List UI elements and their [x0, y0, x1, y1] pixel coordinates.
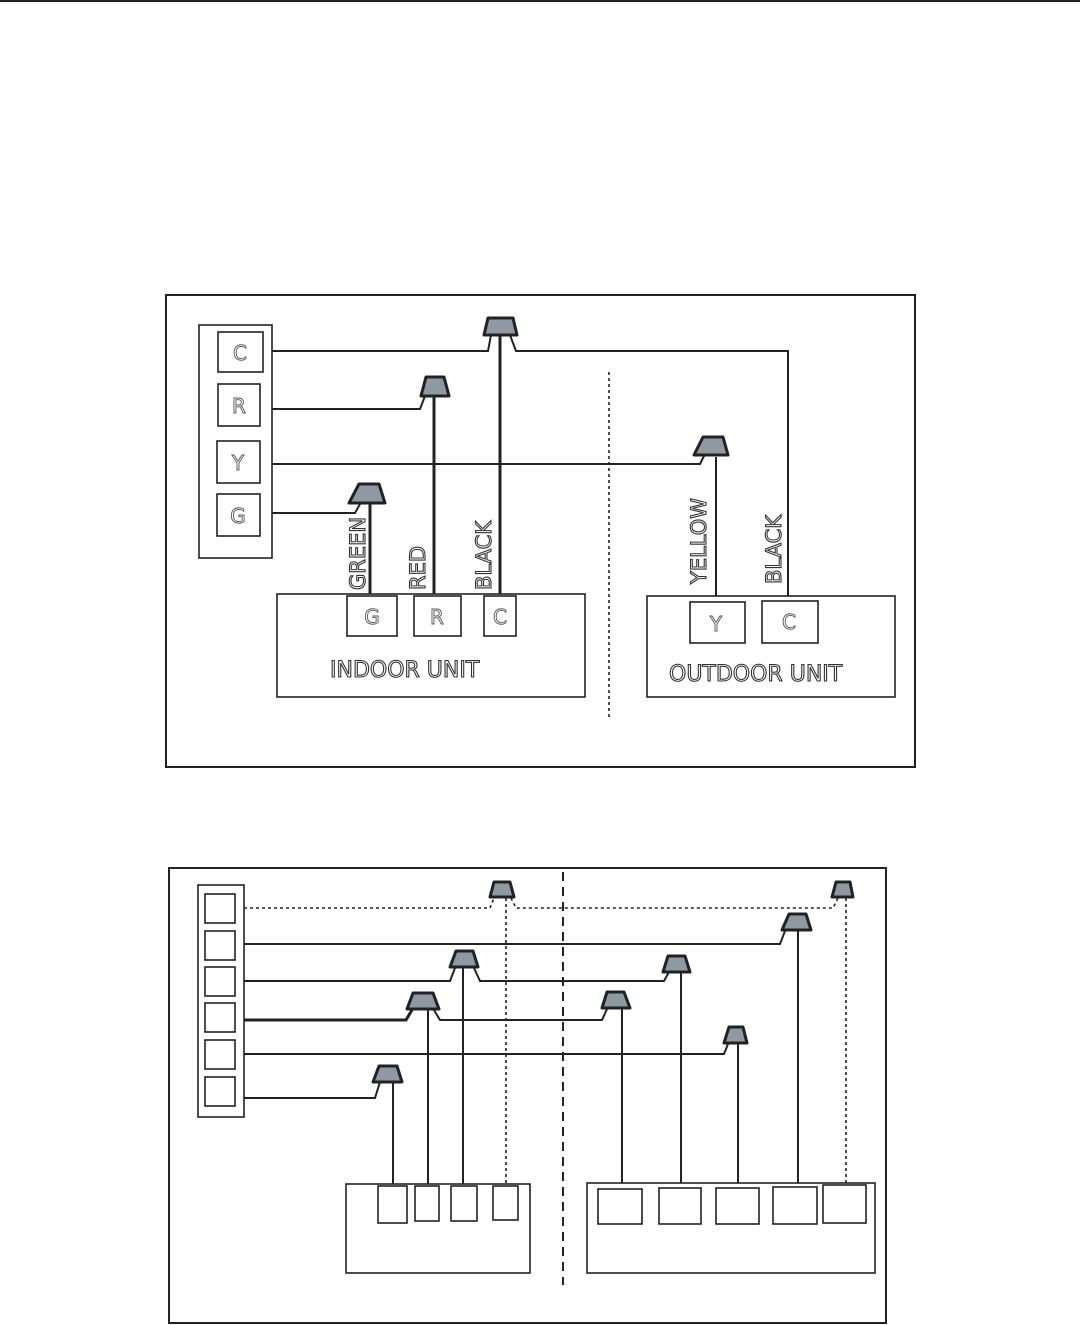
wire-nut-g — [347, 482, 387, 505]
thermostat-label-y: Y — [231, 451, 245, 475]
wire-nut-1a — [488, 880, 516, 899]
thermostat-terminal-6 — [204, 1076, 236, 1107]
wire-nut-5 — [722, 1025, 749, 1045]
thermostat-terminal-g — [216, 493, 261, 537]
outdoor-terminal-3 — [715, 1187, 760, 1225]
indoor-terminal-2 — [414, 1185, 440, 1222]
wire-3-cross — [473, 967, 670, 982]
wire-label-yellow: YELLOW — [687, 498, 711, 585]
outdoor-terminal-4 — [772, 1186, 818, 1225]
wire-y-thermostat — [272, 455, 705, 465]
wire-nut-4a — [405, 991, 441, 1011]
wire-6-thermostat — [244, 1081, 381, 1099]
diagram-2-frame — [168, 867, 887, 1324]
wire-nut-y — [692, 435, 730, 457]
thermostat-terminal-1 — [204, 893, 236, 924]
wire-1-cross — [510, 897, 839, 909]
wire-label-green: GREEN — [346, 517, 370, 590]
indoor-unit-label: INDOOR UNIT — [330, 658, 480, 683]
thermostat-terminal-4 — [204, 1002, 236, 1033]
wire-4-cross — [433, 1008, 608, 1021]
outdoor-terminal-c — [761, 600, 819, 644]
wire-nut-4b — [600, 990, 632, 1010]
wire-nut-3a — [448, 949, 480, 969]
thermostat-label-c: C — [233, 341, 247, 365]
indoor-terminal-label-g: G — [364, 605, 380, 629]
thermostat-terminal-2 — [204, 930, 236, 961]
wire-nut-1b — [830, 880, 855, 899]
outdoor-terminal-y — [689, 601, 746, 644]
thermostat-terminal-r — [217, 383, 261, 427]
indoor-terminal-label-r: R — [430, 605, 444, 629]
thermostat-terminal-y — [216, 440, 261, 484]
wire-black-outdoor — [509, 334, 789, 601]
outdoor-terminal-2 — [658, 1187, 702, 1225]
wire-3-thermostat — [244, 967, 456, 982]
outdoor-terminal-label-c: C — [782, 610, 796, 634]
wire-r-thermostat — [272, 395, 426, 410]
outdoor-unit-label: OUTDOOR UNIT — [669, 662, 843, 687]
top-rule — [0, 0, 1080, 2]
wire-label-black-outdoor: BLACK — [762, 514, 786, 584]
diagram-1-frame — [165, 294, 916, 768]
indoor-terminal-label-c: C — [493, 605, 507, 629]
wire-g-thermostat — [272, 503, 361, 514]
indoor-terminal-1 — [377, 1185, 408, 1224]
thermostat-label-g: G — [230, 504, 246, 528]
outdoor-terminal-label-y: Y — [709, 612, 723, 636]
indoor-terminal-4 — [492, 1185, 519, 1221]
wire-nut-6 — [371, 1064, 404, 1084]
indoor-terminal-g — [346, 595, 398, 637]
wire-5-thermostat — [244, 1043, 729, 1055]
thermostat-terminal-c — [217, 331, 264, 373]
wire-4-thermostat — [244, 1009, 414, 1022]
wire-label-red: RED — [406, 546, 430, 590]
wire-nut-c — [482, 316, 519, 337]
indoor-terminal-r — [413, 595, 462, 637]
wire-label-black-indoor: BLACK — [472, 520, 496, 590]
wire-c-thermostat — [272, 334, 492, 352]
indoor-terminal-c — [483, 595, 517, 637]
thermostat-terminal-3 — [204, 966, 236, 997]
thermostat-terminal-5 — [204, 1039, 236, 1070]
wire-nut-r — [419, 375, 451, 398]
wire-1-thermostat — [244, 897, 495, 909]
indoor-terminal-3 — [450, 1185, 478, 1222]
wire-nut-2 — [780, 912, 813, 932]
wire-nut-3b — [661, 954, 692, 974]
wire-2-thermostat — [244, 930, 786, 945]
diagram-1: C R Y G GREEN RED BLACK YELLOW BLACK G R — [165, 294, 916, 768]
thermostat-label-r: R — [232, 394, 246, 418]
diagram-2 — [168, 867, 887, 1324]
outdoor-terminal-5 — [822, 1184, 867, 1224]
outdoor-terminal-1 — [597, 1188, 643, 1225]
